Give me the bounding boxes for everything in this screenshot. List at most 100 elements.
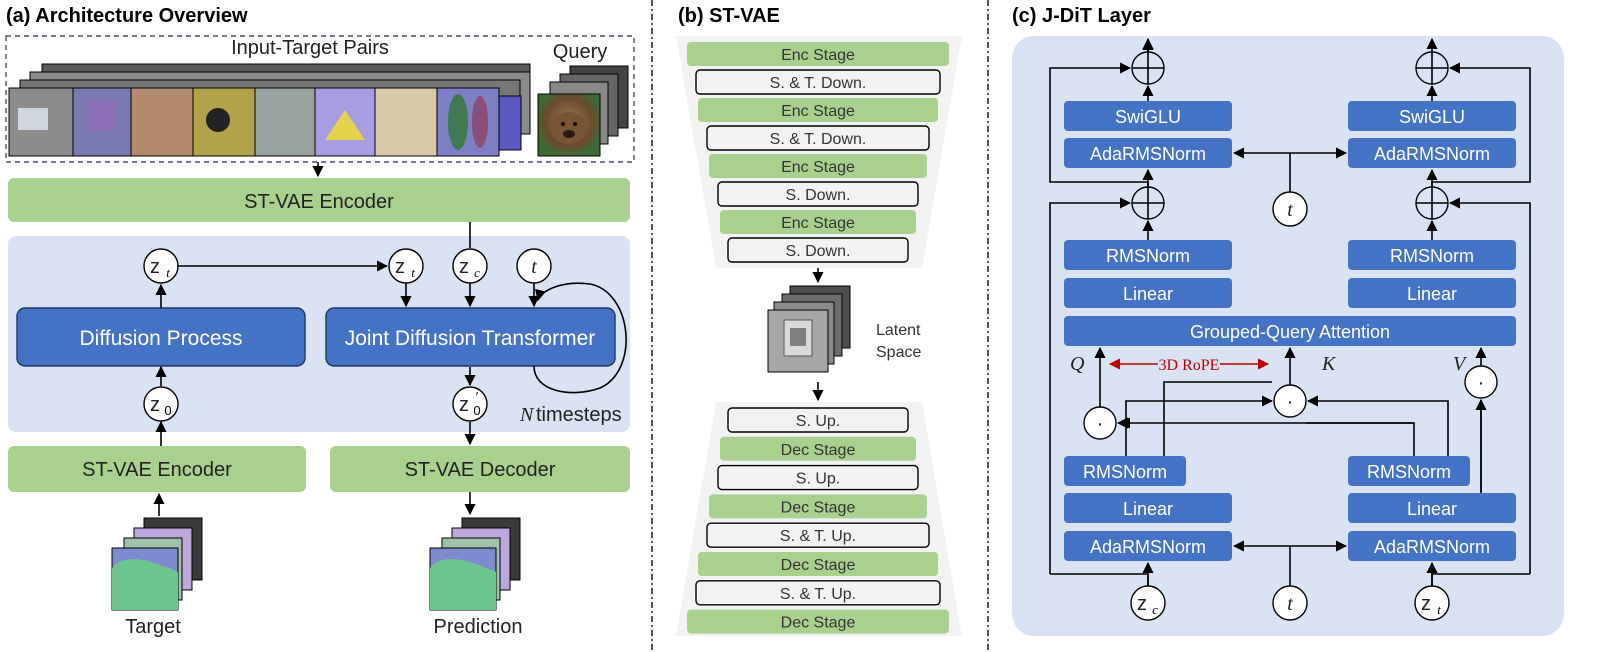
svg-text:Linear: Linear (1123, 284, 1173, 304)
svg-text:Linear: Linear (1407, 284, 1457, 304)
dec-stages-box-1 (720, 436, 916, 461)
st-vae-encoder-top-label: ST-VAE Encoder (244, 191, 394, 213)
panel-c-title: (c) J-DiT Layer (1012, 5, 1151, 27)
rmsnorm-upper-right (1348, 240, 1516, 270)
enc-stages-label-1: S. & T. Down. (770, 75, 867, 92)
svg-text:t: t (166, 265, 170, 280)
mul-node-v: · (1464, 365, 1498, 399)
dec-stages-label-3: Dec Stage (781, 499, 856, 516)
enc-stages-box-2 (698, 98, 938, 122)
svg-text:Linear: Linear (1123, 499, 1173, 519)
enc-stages-box-5 (717, 181, 919, 207)
k-label: K (1321, 353, 1337, 375)
panel-a: (a) Architecture Overview Input-Target P… (5, 5, 635, 638)
enc-stages-label-2: Enc Stage (781, 103, 855, 120)
svg-text:z: z (395, 256, 405, 278)
dec-stages-box-0 (727, 407, 909, 433)
svg-text:z: z (459, 256, 469, 278)
svg-text:t: t (1437, 602, 1441, 617)
3d-rope-label: 3D RoPE (1159, 357, 1220, 374)
encoder-stage-list: Enc Stage S. & T. Down. Enc Stage S. & T. D… (687, 42, 949, 263)
input-region-box (5, 35, 635, 163)
joint-diffusion-transformer-label: Joint Diffusion Transformer (345, 327, 596, 350)
svg-text:AdaRMSNorm: AdaRMSNorm (1374, 537, 1490, 557)
svg-text:·: · (1097, 413, 1104, 435)
svg-text:RMSNorm: RMSNorm (1390, 246, 1474, 266)
target-image-stack (111, 517, 203, 611)
linear-upper-right (1348, 278, 1516, 308)
q-label: Q (1070, 353, 1085, 375)
adarmsnorm-top-right (1348, 138, 1516, 168)
target-label: Target (125, 616, 181, 638)
dec-stages-box-6 (695, 580, 941, 606)
dec-stages-label-7: Dec Stage (781, 615, 856, 632)
svg-text:t: t (1287, 199, 1293, 221)
prediction-image-stack (429, 517, 521, 611)
dec-stages-label-2: S. Up. (796, 471, 840, 488)
latent-line1: Latent (876, 322, 921, 339)
dec-stages-box-2 (717, 464, 919, 491)
mul-node-q: · (1083, 406, 1117, 440)
st-vae-decoder-label: ST-VAE Decoder (405, 459, 556, 481)
svg-text:·: · (1287, 391, 1294, 413)
dec-stages-box-3 (709, 494, 927, 519)
rmsnorm-upper-left (1064, 240, 1232, 270)
decoder-stage-list: S. Up. Dec Stage S. Up. Dec Stage S. & T. Up… (687, 407, 949, 634)
mul-node-k: · (1273, 384, 1307, 418)
joint-diffusion-transformer-box (325, 307, 616, 367)
svg-text:RMSNorm: RMSNorm (1106, 246, 1190, 266)
st-vae-encoder-bottom-label: ST-VAE Encoder (82, 459, 232, 481)
enc-stages-box-0 (687, 42, 949, 66)
svg-text:RMSNorm: RMSNorm (1083, 462, 1167, 482)
dec-stages-label-5: Dec Stage (781, 557, 856, 574)
svg-text:0: 0 (164, 403, 171, 418)
add-node-top-right (1415, 51, 1449, 85)
dec-stages-label-0: S. Up. (796, 413, 840, 430)
enc-stages-label-3: S. & T. Down. (770, 131, 867, 148)
node-t: t (516, 248, 552, 284)
dec-stages-box-5 (698, 552, 938, 576)
dec-stages-label-4: S. & T. Up. (780, 528, 856, 545)
t-node-bottom: t (1272, 585, 1308, 621)
svg-text:SwiGLU: SwiGLU (1399, 107, 1465, 127)
image-strip-front (8, 87, 522, 157)
latent-line2: Space (876, 344, 921, 361)
panel-a-title: (a) Architecture Overview (6, 5, 248, 27)
svg-text:z: z (1137, 593, 1147, 615)
swiglu-right (1348, 101, 1516, 131)
svg-text:c: c (1152, 602, 1158, 617)
enc-stages-box-3 (706, 125, 930, 151)
swiglu-left (1064, 101, 1232, 131)
query-label: Query (553, 41, 607, 63)
adarmsnorm-top-left (1064, 138, 1232, 168)
zc-node: z c (1130, 585, 1166, 621)
panel-c: (c) J-DiT Layer SwiGLU AdaRMSNorm SwiGLU… (1012, 5, 1564, 636)
v-label: V (1453, 353, 1468, 375)
timesteps-n: N (519, 404, 535, 426)
input-target-pairs-label: Input-Target Pairs (231, 37, 389, 59)
grouped-query-attention (1064, 316, 1516, 346)
rmsnorm-lower-right (1348, 456, 1470, 486)
rmsnorm-lower-left (1064, 456, 1186, 486)
enc-stages-label-6: Enc Stage (781, 215, 855, 232)
svg-text:z: z (1421, 593, 1431, 615)
svg-text:t: t (1287, 593, 1293, 615)
svg-text:Linear: Linear (1407, 499, 1457, 519)
svg-text:z: z (150, 256, 160, 278)
svg-text:′: ′ (476, 389, 479, 404)
node-zt-left: z t (143, 248, 179, 284)
svg-text:Grouped-Query Attention: Grouped-Query Attention (1190, 322, 1390, 342)
add-node-mid-right (1415, 186, 1449, 220)
enc-stages-box-7 (727, 237, 909, 263)
svg-text:t: t (411, 265, 415, 280)
svg-text:z: z (459, 394, 469, 416)
diffusion-process-label: Diffusion Process (79, 327, 242, 350)
adarmsnorm-lower-left (1064, 531, 1232, 561)
node-zt-right: z t (388, 248, 424, 284)
enc-stages-box-1 (695, 69, 941, 95)
st-vae-encoder-top (8, 178, 630, 222)
svg-text:RMSNorm: RMSNorm (1367, 462, 1451, 482)
prediction-label: Prediction (434, 616, 523, 638)
